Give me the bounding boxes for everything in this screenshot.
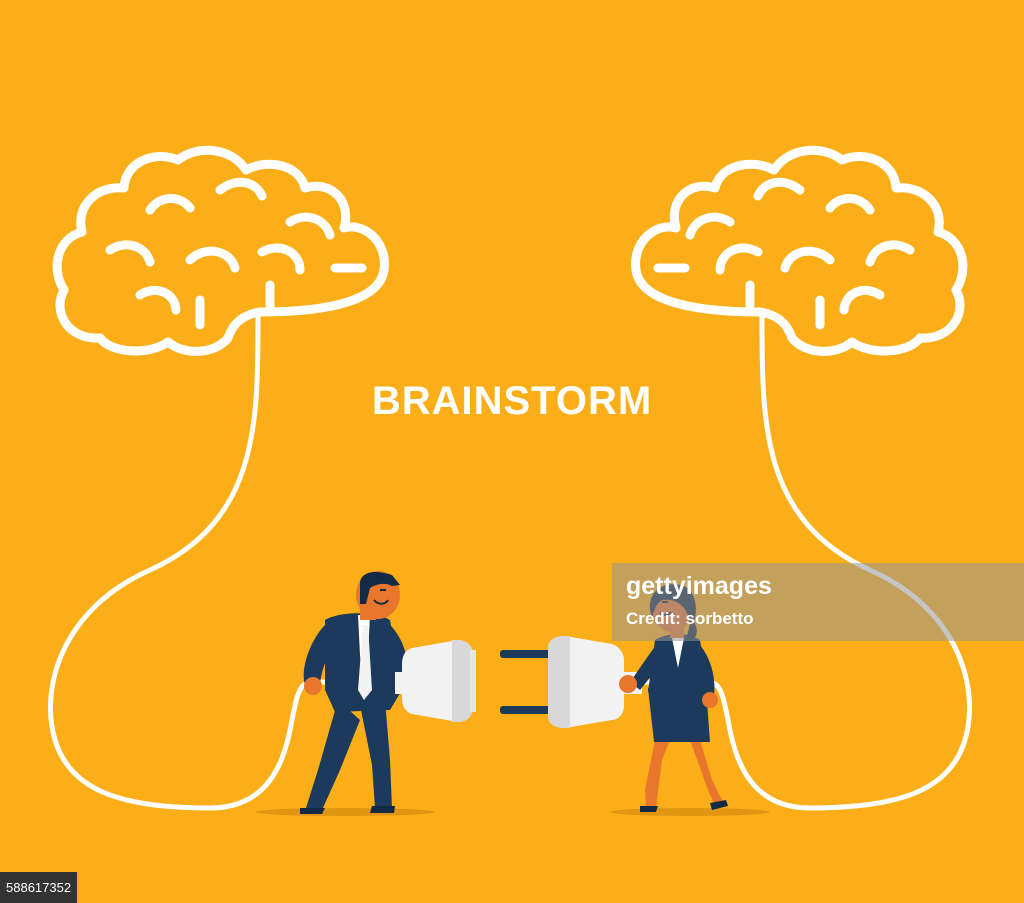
right-brain-icon xyxy=(631,145,968,356)
right-shadow xyxy=(610,808,770,816)
businessman-figure xyxy=(300,571,420,814)
socket-plug-icon xyxy=(395,640,476,722)
left-shadow xyxy=(255,808,435,816)
prong-plug-icon xyxy=(500,636,642,728)
right-cable xyxy=(597,309,973,811)
watermark: gettyimages Credit: sorbetto xyxy=(612,563,1024,641)
page-title: BRAINSTORM xyxy=(371,379,653,423)
watermark-brand: gettyimages xyxy=(626,572,772,600)
left-cable xyxy=(47,309,443,811)
image-id-badge: 588617352 xyxy=(0,872,78,903)
left-brain-icon xyxy=(52,145,389,356)
watermark-credit: Credit: sorbetto xyxy=(626,609,754,628)
